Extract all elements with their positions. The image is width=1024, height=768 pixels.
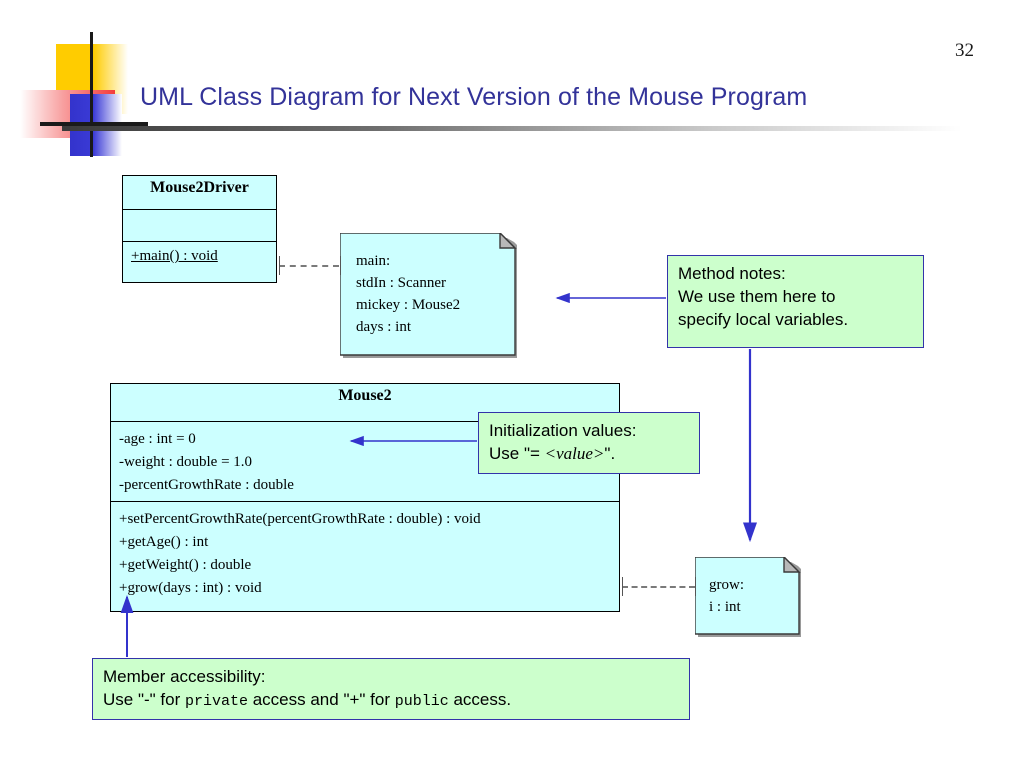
connector-tick-driver (279, 256, 280, 275)
note-grow-line-1: i : int (709, 599, 741, 615)
callout-member-accessibility[interactable]: Member accessibility: Use "-" for privat… (92, 658, 690, 720)
callout-method-notes[interactable]: Method notes: We use them here to specif… (667, 255, 924, 348)
note-main-line-2: mickey : Mouse2 (356, 297, 461, 313)
note-main-line-1: stdIn : Scanner (356, 275, 446, 291)
callout-accessibility-line-1: Member accessibility: (103, 667, 266, 686)
connector-mouse2-to-grow-note (622, 586, 695, 588)
operation-grow: +grow(days : int) : void (119, 580, 262, 596)
callout-initialization-values[interactable]: Initialization values: Use "= <value>". (478, 412, 700, 474)
class-name-mouse2: Mouse2 (338, 387, 392, 404)
connector-tick-grow-note (695, 577, 696, 596)
callout-accessibility-text-a: Use "-" for (103, 690, 185, 709)
attribute-percent-growth-rate: -percentGrowthRate : double (119, 477, 294, 493)
callout-initialization-value-placeholder: <value> (544, 444, 605, 463)
callout-accessibility-text-c: access. (448, 690, 512, 709)
operation-get-age: +getAge() : int (119, 534, 209, 550)
callout-accessibility-text-b: access and "+" for (248, 690, 395, 709)
logo-horizontal-line (40, 122, 148, 126)
logo-vertical-line (90, 32, 93, 157)
note-main-line-3: days : int (356, 319, 411, 335)
operation-main: +main() : void (131, 248, 218, 264)
callout-initialization-line-1: Initialization values: (489, 421, 637, 440)
connector-tick-main-note (340, 256, 341, 275)
uml-class-mouse2driver[interactable]: Mouse2Driver +main() : void (122, 175, 277, 283)
operation-set-percent-growth-rate: +setPercentGrowthRate(percentGrowthRate … (119, 511, 481, 527)
decorative-logo-mark (18, 32, 148, 157)
attribute-weight: -weight : double = 1.0 (119, 454, 253, 470)
class-attributes-mouse2: -age : int = 0 -weight : double = 1.0 -p… (111, 421, 619, 501)
note-grow-lines: grow: i : int (709, 574, 744, 618)
callout-initialization-prefix: Use "= (489, 444, 545, 463)
class-operations-mouse2driver: +main() : void (123, 241, 276, 284)
page-number: 32 (955, 40, 974, 61)
callout-method-notes-line-1: Method notes: (678, 264, 786, 283)
callout-method-notes-line-2: We use them here to (678, 287, 836, 306)
connector-driver-to-main-note (279, 265, 339, 267)
callout-accessibility-line-2: Use "-" for private access and "+" for p… (103, 688, 679, 713)
attribute-age: -age : int = 0 (119, 431, 196, 447)
callout-initialization-suffix: ". (604, 444, 616, 463)
note-main-line-0: main: (356, 253, 391, 269)
operation-get-weight: +getWeight() : double (119, 557, 252, 573)
note-grow-line-0: grow: (709, 577, 744, 593)
callout-method-notes-line-3: specify local variables. (678, 310, 849, 329)
note-main-shape (339, 231, 517, 358)
uml-note-main: main: stdIn : Scanner mickey : Mouse2 da… (339, 231, 518, 360)
note-main-lines: main: stdIn : Scanner mickey : Mouse2 da… (356, 250, 460, 338)
page-title: UML Class Diagram for Next Version of th… (140, 83, 808, 111)
callout-accessibility-keyword-public: public (394, 693, 449, 710)
title-divider (62, 126, 962, 131)
callout-accessibility-keyword-private: private (184, 693, 248, 710)
callout-initialization-line-2: Use "= <value>". (489, 442, 689, 465)
note-grow-shape (694, 555, 801, 637)
class-name-mouse2driver: Mouse2Driver (150, 179, 249, 196)
class-attributes-mouse2driver (123, 209, 276, 241)
connector-tick-mouse2 (622, 577, 623, 596)
uml-note-grow: grow: i : int (694, 555, 802, 639)
class-operations-mouse2: +setPercentGrowthRate(percentGrowthRate … (111, 501, 619, 611)
